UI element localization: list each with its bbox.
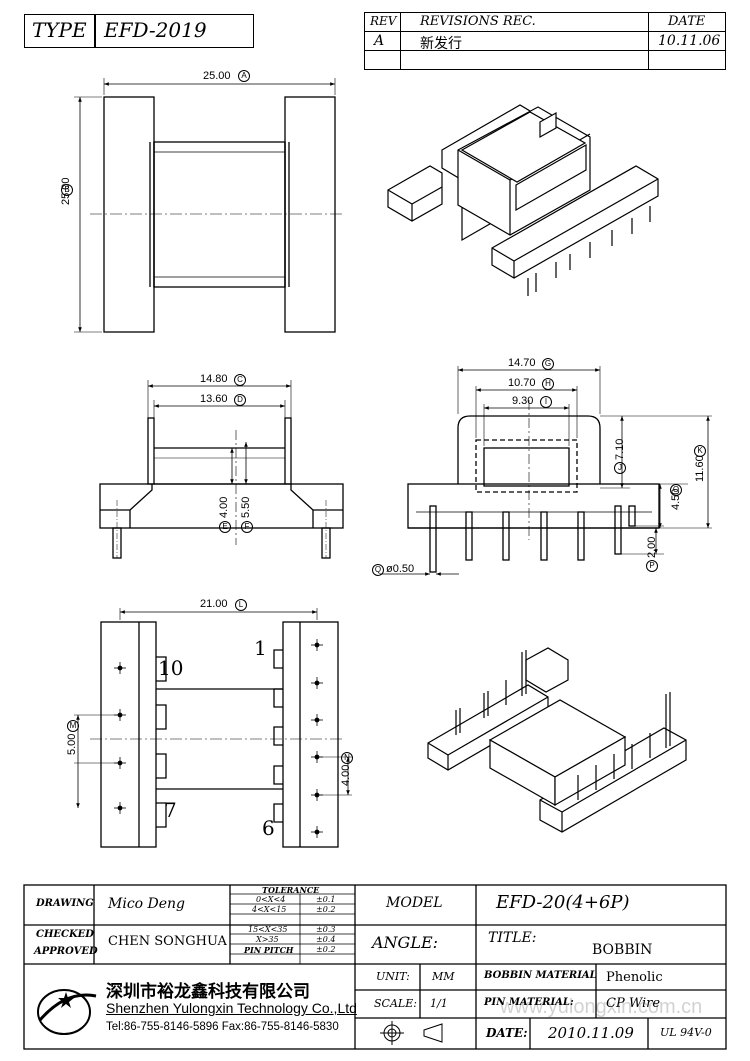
dim-value: 2.00 bbox=[646, 536, 658, 558]
dim-letter: Q bbox=[372, 564, 384, 576]
revision-text: 新发行 bbox=[420, 36, 462, 52]
dim-letter: K bbox=[694, 445, 706, 457]
rev-label: REV bbox=[370, 14, 397, 28]
type-divider bbox=[94, 14, 96, 48]
tolerance-range: 4<X<15 bbox=[252, 905, 287, 914]
dim-value: 4.00 bbox=[340, 764, 352, 786]
dim-value: 10.70 bbox=[508, 377, 536, 389]
dim-value: 14.70 bbox=[508, 357, 536, 369]
dim-value: 11.60 bbox=[694, 455, 706, 482]
rev-value: A bbox=[374, 33, 385, 49]
dim-letter: I bbox=[540, 396, 552, 408]
revisions-label: REVISIONS REC. bbox=[420, 14, 536, 29]
rev-row-line-2 bbox=[364, 50, 726, 51]
dim-letter: L bbox=[235, 599, 247, 611]
dim-letter: N bbox=[341, 752, 353, 764]
dim-value: 9.30 bbox=[512, 395, 534, 407]
revision-table bbox=[364, 12, 726, 70]
isometric-view-top bbox=[387, 104, 659, 296]
revision-date: 10.11.06 bbox=[658, 33, 721, 49]
dim-letter: P bbox=[646, 560, 658, 572]
ul-rating: UL 94V-0 bbox=[660, 1026, 712, 1039]
side-view bbox=[99, 380, 344, 559]
pin-label-7: 7 bbox=[164, 798, 177, 822]
dim-letter: O bbox=[670, 484, 682, 496]
checked-label: CHECKED bbox=[36, 929, 94, 940]
dim-value: 13.60 bbox=[200, 393, 228, 405]
tolerance-value: ±0.2 bbox=[316, 905, 336, 914]
pin-label-10: 10 bbox=[158, 656, 184, 680]
scale-label: SCALE: bbox=[374, 997, 417, 1010]
dim-value: 21.00 bbox=[200, 598, 228, 610]
projection-symbol-icon bbox=[380, 1021, 443, 1045]
rev-date-label: DATE bbox=[668, 14, 706, 29]
type-box bbox=[24, 14, 254, 48]
dim-value: 7.10 bbox=[614, 438, 626, 460]
company-name-en: Shenzhen Yulongxin Technology Co.,Ltd bbox=[106, 1000, 357, 1016]
tolerance-range: PIN PITCH bbox=[244, 945, 294, 955]
isometric-view-bottom bbox=[427, 647, 687, 833]
scale-value: 1/1 bbox=[430, 997, 448, 1010]
dim-letter: G bbox=[542, 358, 554, 370]
rev-row-line-1 bbox=[364, 31, 726, 32]
pin-label-6: 6 bbox=[262, 816, 275, 840]
company-tel: Tel:86-755-8146-5896 Fax:86-755-8146-583… bbox=[106, 1021, 339, 1033]
dim-letter: C bbox=[234, 374, 246, 386]
dim-value: 5.00 bbox=[66, 733, 78, 755]
rev-col-line-2 bbox=[648, 12, 649, 70]
drawing-value: Mico Deng bbox=[108, 896, 186, 912]
date-label: DATE: bbox=[486, 1026, 528, 1040]
dim-value: 14.80 bbox=[200, 373, 228, 385]
dim-letter: J bbox=[614, 462, 626, 474]
tolerance-value: ±0.1 bbox=[316, 895, 336, 904]
dim-letter: D bbox=[234, 394, 246, 406]
dim-letter: H bbox=[542, 378, 554, 390]
pin-material-label: PIN MATERIAL: bbox=[484, 997, 574, 1008]
dim-letter: E bbox=[219, 521, 231, 533]
unit-label: UNIT: bbox=[376, 970, 410, 983]
top-view bbox=[74, 78, 345, 333]
dim-value: 25.00 bbox=[203, 70, 231, 82]
dim-letter: F bbox=[241, 521, 253, 533]
model-label: MODEL bbox=[386, 895, 443, 911]
pin-holes bbox=[114, 639, 323, 838]
dim-value: 4.00 bbox=[218, 496, 230, 518]
tolerance-range: 0<X<4 bbox=[256, 895, 286, 904]
dim-value: 5.50 bbox=[240, 496, 252, 518]
title-label: TITLE: bbox=[488, 930, 537, 946]
logo-star-icon bbox=[58, 992, 74, 1008]
dim-letter: B bbox=[61, 184, 73, 196]
tolerance-range: X>35 bbox=[256, 935, 279, 944]
bottom-view bbox=[74, 608, 352, 848]
rev-col-line-1 bbox=[400, 12, 401, 70]
company-name-cn: 深圳市裕龙鑫科技有限公司 bbox=[106, 982, 310, 1002]
unit-value: MM bbox=[432, 970, 455, 983]
tolerance-value: ±0.2 bbox=[316, 945, 336, 954]
angle-label: ANGLE: bbox=[372, 933, 439, 952]
dim-letter: A bbox=[238, 70, 250, 82]
checked-value: CHEN SONGHUA bbox=[108, 934, 227, 949]
tolerance-value: ±0.4 bbox=[316, 935, 336, 944]
drawing-label: DRAWING bbox=[36, 898, 94, 909]
bobbin-material-label: BOBBIN MATERIAL bbox=[484, 970, 597, 981]
title-value: BOBBIN bbox=[592, 942, 653, 958]
type-label: TYPE bbox=[32, 18, 87, 42]
dim-value: ø0.50 bbox=[386, 563, 415, 575]
title-block bbox=[23, 884, 727, 1050]
tolerance-value: ±0.3 bbox=[316, 925, 336, 934]
date-value: 2010.11.09 bbox=[548, 1024, 634, 1042]
model-value: EFD-20(4+6P) bbox=[496, 892, 630, 913]
pin-label-1: 1 bbox=[254, 636, 267, 660]
bobbin-material-value: Phenolic bbox=[606, 970, 663, 985]
type-value: EFD-2019 bbox=[104, 18, 207, 42]
tolerance-label: TOLERANCE bbox=[262, 885, 320, 895]
front-view bbox=[380, 366, 712, 576]
watermark: www.yulongxin.com.cn bbox=[500, 996, 703, 1018]
approved-label: APPROVED bbox=[34, 946, 98, 957]
pin-material-value: CP Wire bbox=[606, 996, 661, 1011]
tolerance-range: 15<X<35 bbox=[248, 925, 288, 934]
dim-letter: M bbox=[67, 720, 79, 732]
